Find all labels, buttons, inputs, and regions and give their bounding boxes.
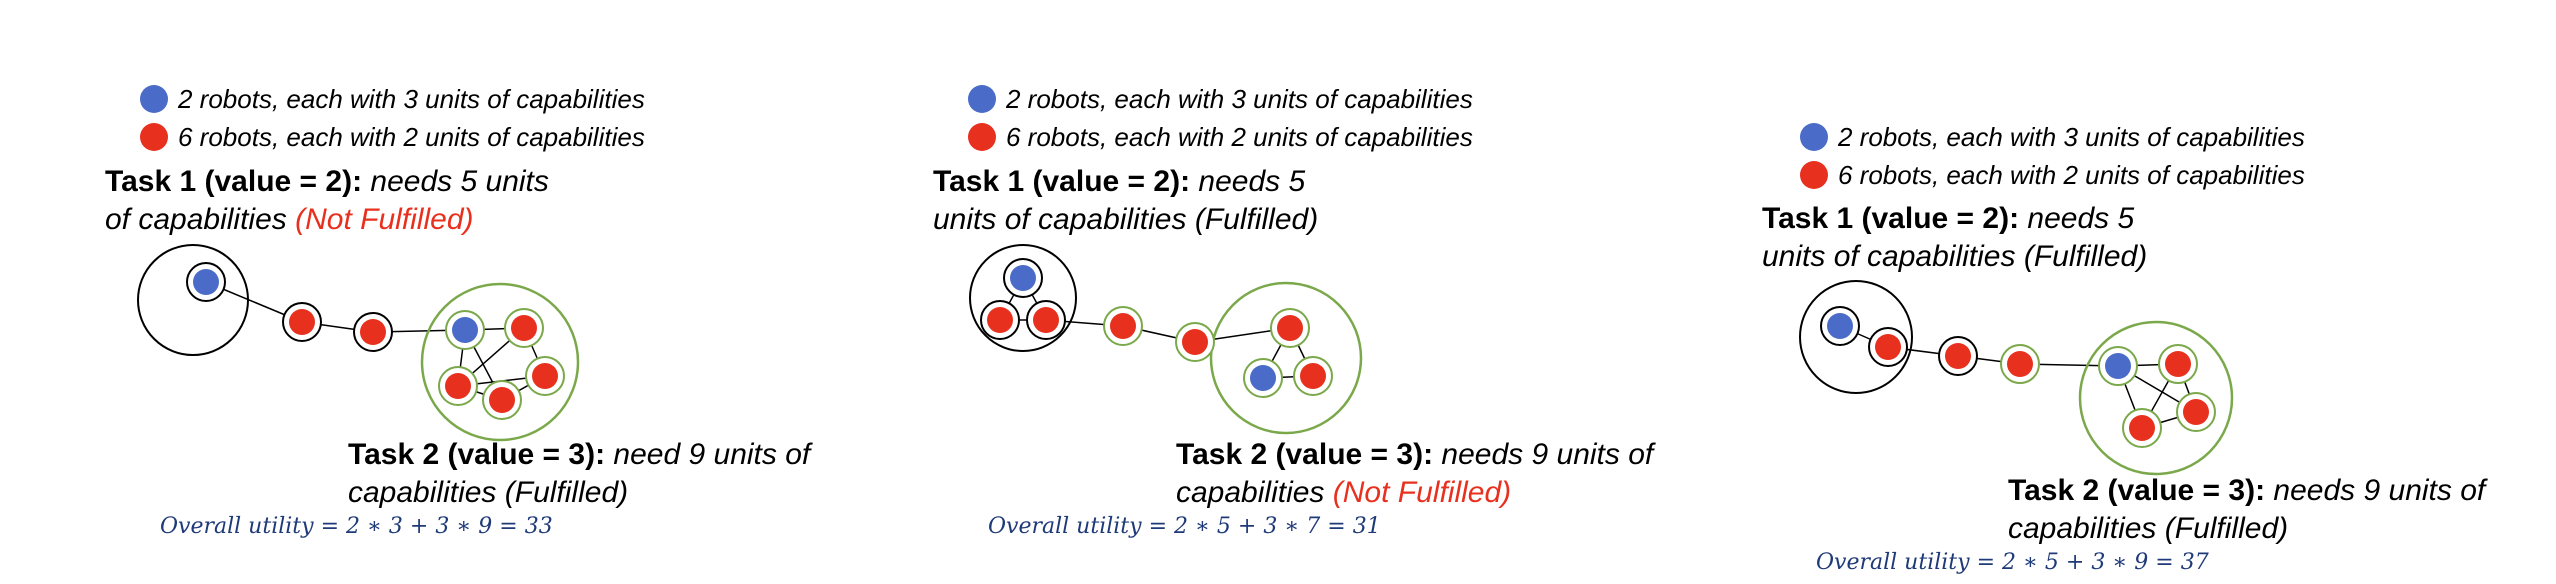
task1-status: (Not Fulfilled) xyxy=(295,203,474,236)
task1-status: (Fulfilled) xyxy=(2023,240,2148,273)
task1-circle xyxy=(1799,280,1913,394)
red-robot-node xyxy=(1300,363,1326,389)
blue-robot-icon xyxy=(140,85,168,113)
blue-robot-node xyxy=(1827,313,1853,339)
task2-need: needs 9 units of xyxy=(2273,474,2486,507)
red-robot-node xyxy=(511,315,537,341)
legend-row-red: 6 robots, each with 2 units of capabilit… xyxy=(968,118,1473,156)
red-robot-node xyxy=(1110,313,1136,339)
task1-head: Task 1 (value = 2): xyxy=(933,165,1191,198)
red-robot-icon xyxy=(1800,161,1828,189)
overall-utility: Overall utility = 2 ∗ 5 + 3 ∗ 9 = 37 xyxy=(1816,550,2209,575)
legend-red-label: 6 robots, each with 2 units of capabilit… xyxy=(178,121,645,152)
legend-blue-label: 2 robots, each with 3 units of capabilit… xyxy=(1006,83,1473,114)
panel-1: 2 robots, each with 3 units of capabilit… xyxy=(0,0,830,584)
task1-circle xyxy=(969,244,1077,352)
blue-robot-icon xyxy=(968,85,996,113)
panel-2: 2 robots, each with 3 units of capabilit… xyxy=(828,0,1658,584)
red-robot-node xyxy=(2007,351,2033,377)
red-robot-node xyxy=(1945,343,1971,369)
task1-label: Task 1 (value = 2): needs 5 units of cap… xyxy=(933,163,1318,239)
legend-blue-label: 2 robots, each with 3 units of capabilit… xyxy=(178,83,645,114)
task1-status: (Fulfilled) xyxy=(1194,203,1319,236)
task2-cap: capabilities xyxy=(2008,512,2157,545)
red-robot-node xyxy=(289,309,315,335)
task1-cap: of capabilities xyxy=(105,203,287,236)
red-robot-icon xyxy=(140,123,168,151)
task2-need: need 9 units of xyxy=(613,438,811,471)
task2-head: Task 2 (value = 3): xyxy=(1176,438,1434,471)
task2-label: Task 2 (value = 3): needs 9 units of cap… xyxy=(1176,436,1653,512)
red-robot-node xyxy=(2183,399,2209,425)
task1-head: Task 1 (value = 2): xyxy=(1762,202,2020,235)
blue-robot-icon xyxy=(1800,123,1828,151)
robot-graph xyxy=(1799,280,2234,476)
task1-label: Task 1 (value = 2): needs 5 units of cap… xyxy=(1762,200,2147,276)
task2-label: Task 2 (value = 3): need 9 units of capa… xyxy=(348,436,810,512)
overall-utility: Overall utility = 2 ∗ 3 + 3 ∗ 9 = 33 xyxy=(160,514,553,539)
legend-row-blue: 2 robots, each with 3 units of capabilit… xyxy=(968,80,1473,118)
task1-cap: units of capabilities xyxy=(1762,240,2016,273)
task2-need: needs 9 units of xyxy=(1441,438,1654,471)
red-robot-node xyxy=(1277,315,1303,341)
legend-red-label: 6 robots, each with 2 units of capabilit… xyxy=(1838,159,2305,190)
task1-circle xyxy=(137,244,249,356)
panel-3: 2 robots, each with 3 units of capabilit… xyxy=(1656,0,2486,584)
task2-status: (Fulfilled) xyxy=(504,476,629,509)
legend-row-red: 6 robots, each with 2 units of capabilit… xyxy=(140,118,645,156)
red-robot-node xyxy=(1033,307,1059,333)
task2-circle xyxy=(420,282,580,442)
task1-need: needs 5 xyxy=(1198,165,1306,198)
red-robot-node xyxy=(489,387,515,413)
overall-utility: Overall utility = 2 ∗ 5 + 3 ∗ 7 = 31 xyxy=(988,514,1381,539)
legend: 2 robots, each with 3 units of capabilit… xyxy=(140,80,645,156)
task2-status: (Fulfilled) xyxy=(2164,512,2289,545)
task2-head: Task 2 (value = 3): xyxy=(2008,474,2266,507)
robot-graph xyxy=(137,244,580,442)
red-robot-icon xyxy=(968,123,996,151)
task2-label: Task 2 (value = 3): needs 9 units of cap… xyxy=(2008,472,2485,548)
blue-robot-node xyxy=(2105,353,2131,379)
task2-cap: capabilities xyxy=(348,476,497,509)
task1-cap: units of capabilities xyxy=(933,203,1187,236)
red-robot-node xyxy=(987,307,1013,333)
blue-robot-node xyxy=(452,317,478,343)
red-robot-node xyxy=(360,319,386,345)
legend-red-label: 6 robots, each with 2 units of capabilit… xyxy=(1006,121,1473,152)
legend-row-blue: 2 robots, each with 3 units of capabilit… xyxy=(140,80,645,118)
task2-circle xyxy=(2078,320,2234,476)
red-robot-node xyxy=(532,363,558,389)
task2-head: Task 2 (value = 3): xyxy=(348,438,606,471)
task2-status: (Not Fulfilled) xyxy=(1332,476,1512,509)
red-robot-node xyxy=(445,373,471,399)
task2-circle xyxy=(1209,281,1363,435)
red-robot-node xyxy=(2165,351,2191,377)
legend-row-red: 6 robots, each with 2 units of capabilit… xyxy=(1800,156,2305,194)
task1-head: Task 1 (value = 2): xyxy=(105,165,363,198)
red-robot-node xyxy=(2129,415,2155,441)
task1-label: Task 1 (value = 2): needs 5 units of cap… xyxy=(105,163,549,239)
legend: 2 robots, each with 3 units of capabilit… xyxy=(968,80,1473,156)
legend: 2 robots, each with 3 units of capabilit… xyxy=(1800,118,2305,194)
red-robot-node xyxy=(1875,334,1901,360)
blue-robot-node xyxy=(1250,365,1276,391)
task1-need: needs 5 xyxy=(2027,202,2135,235)
legend-blue-label: 2 robots, each with 3 units of capabilit… xyxy=(1838,121,2305,152)
task2-cap: capabilities xyxy=(1176,476,1325,509)
robot-graph xyxy=(969,244,1363,435)
blue-robot-node xyxy=(1010,265,1036,291)
red-robot-node xyxy=(1182,329,1208,355)
blue-robot-node xyxy=(193,269,219,295)
task1-need: needs 5 units xyxy=(370,165,549,198)
legend-row-blue: 2 robots, each with 3 units of capabilit… xyxy=(1800,118,2305,156)
